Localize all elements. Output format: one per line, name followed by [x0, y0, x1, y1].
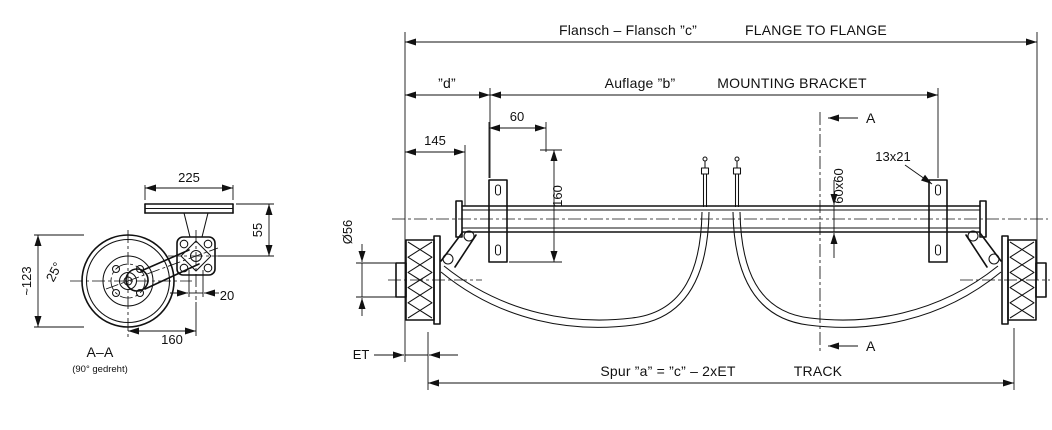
flansch-flansch-label: Flansch – Flansch ”c”	[559, 22, 697, 38]
rubber-cord	[203, 263, 213, 273]
bolt-hole	[111, 264, 121, 274]
brake-drum-section	[81, 234, 175, 328]
dim-123-label: ~123	[19, 266, 34, 295]
dim-55: 55	[218, 203, 274, 257]
brake-cable-left	[440, 211, 710, 328]
auflage-label: Auflage ”b”	[605, 75, 676, 91]
dim-60x60-label: 60x60	[831, 168, 846, 203]
section-a-bottom-label: A	[866, 338, 876, 354]
dim-60x60: 60x60	[824, 168, 848, 258]
cable-adjuster-left	[700, 156, 710, 207]
dim-145: 145	[405, 133, 466, 206]
dim-160-vertical-label: 160	[550, 185, 565, 207]
brake-flange-left	[433, 235, 441, 325]
dia-56-label: Ø56	[340, 220, 355, 245]
section-a-top-label: A	[866, 110, 876, 126]
dim-225-label: 225	[178, 170, 200, 185]
hub-right	[1001, 235, 1047, 325]
spur-label: Spur ”a” = ”c” – 2xET	[600, 363, 736, 379]
dim-flange-to-flange: Flansch – Flansch ”c” FLANGE TO FLANGE	[404, 22, 1038, 362]
axle-tube	[455, 200, 987, 238]
dim-160-section: 160	[128, 302, 197, 347]
dim-123: ~123	[19, 234, 84, 328]
cable-adjuster-right	[732, 156, 742, 207]
torsion-tube-section	[176, 236, 216, 276]
bolt-hole	[111, 288, 121, 298]
swing-arm-right	[965, 230, 1002, 268]
section-note: (90° gedreht)	[72, 364, 128, 375]
flange-to-flange-label: FLANGE TO FLANGE	[745, 22, 887, 38]
dim-60: 60	[488, 109, 547, 178]
bracket-slot	[494, 184, 502, 196]
dim-track: Spur ”a” = ”c” – 2xET TRACK	[427, 328, 1015, 390]
bracket-slot	[494, 244, 502, 256]
main-axle-view: A A Flansch – Flansch ”c” FLANGE TO FLAN…	[340, 22, 1050, 390]
angle-25-label: 25°	[43, 260, 65, 284]
brake-flange-right	[1001, 235, 1009, 325]
mounting-bracket-left	[488, 179, 508, 263]
stub-cap-left	[395, 262, 407, 298]
dim-225: 225	[144, 170, 234, 200]
dim-dia-56: Ø56	[340, 220, 396, 316]
section-title: A–A	[86, 344, 114, 360]
section-cut-line: A A	[819, 110, 876, 354]
bracket-slot	[934, 184, 942, 196]
hub-left	[395, 235, 441, 325]
dim-d-label: ”d”	[438, 75, 456, 91]
trailing-arm-section	[125, 249, 200, 292]
bolt-hole	[135, 288, 145, 298]
inner-shaft-section	[180, 240, 212, 272]
dim-55-label: 55	[250, 223, 265, 237]
et-label: ET	[353, 347, 370, 362]
bracket-slot	[934, 244, 942, 256]
bolt-circle	[110, 263, 146, 299]
dim-145-label: 145	[424, 133, 446, 148]
rubber-cord	[179, 239, 189, 249]
arm-axis-centerline	[105, 247, 219, 290]
dim-d-and-mounting-bracket: ”d” Auflage ”b” MOUNTING BRACKET	[405, 75, 939, 178]
rubber-cord	[203, 239, 213, 249]
mounting-bracket-label: MOUNTING BRACKET	[717, 75, 867, 91]
dim-20: 20	[170, 270, 234, 303]
brake-cable-right	[732, 211, 1002, 328]
dim-20-label: 20	[220, 288, 234, 303]
section-view-a-a: 225 ~123 25° 55 20	[19, 170, 274, 375]
callout-13x21: 13x21	[875, 149, 933, 185]
stub-cap-right	[1035, 262, 1047, 298]
swing-arm-left	[440, 230, 477, 268]
track-label: TRACK	[794, 363, 843, 379]
dim-13x21-label: 13x21	[875, 149, 910, 164]
rubber-cord	[179, 263, 189, 273]
mounting-bracket-right	[928, 179, 948, 263]
dim-160-section-label: 160	[161, 332, 183, 347]
dim-et: ET	[353, 347, 458, 362]
dim-60-label: 60	[510, 109, 524, 124]
dim-160-vertical: 160	[509, 149, 565, 263]
mounting-plate-section	[144, 203, 234, 238]
